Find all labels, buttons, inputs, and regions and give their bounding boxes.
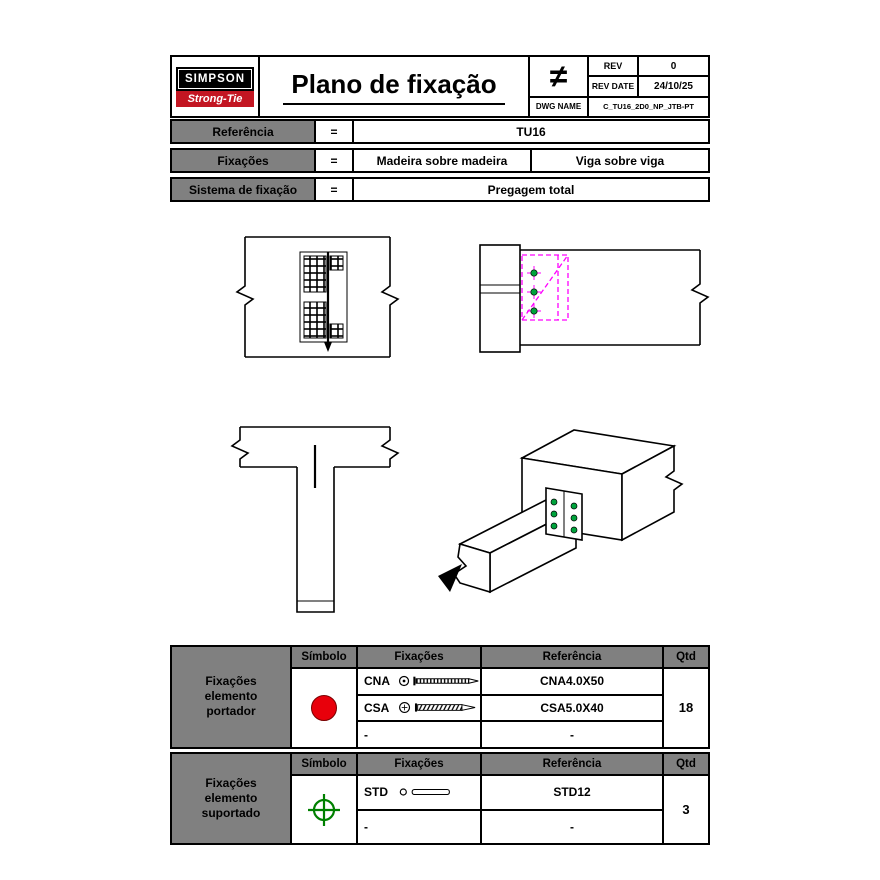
reference-row: Referência = TU16 [170,119,710,144]
carrier-fixings-table: Fixações elemento portador Símbolo Fixaç… [170,645,710,749]
dowel-icon [399,788,450,796]
crosshair-symbol [308,793,340,826]
fixing-system-label: Sistema de fixação [172,179,314,200]
supported-symbol-cell [292,776,356,843]
fixings-row: Fixações = Madeira sobre madeira Viga so… [170,148,710,173]
carrier-table-row-label-text: Fixações elemento portador [204,674,258,719]
reference-empty: - [482,810,662,843]
column-header-fixings: Fixações [358,754,480,774]
supported-fixings-table: Fixações elemento suportado Símbolo Fixa… [170,752,710,845]
title-block: SIMPSON Strong-Tie Plano de fixação ≠ RE… [170,55,710,118]
red-circle-symbol [311,694,337,721]
column-header-reference: Referência [482,647,662,667]
logo-strongtie-text: Strong-Tie [176,90,254,107]
column-header-symbol: Símbolo [292,647,356,667]
logo-simpson-text: SIMPSON [178,68,252,89]
fixing-row-std: STD [358,776,480,809]
column-header-symbol: Símbolo [292,754,356,774]
equals-sign: = [316,121,352,142]
dwg-name-value: C_TU16_2D0_NP_JTB-PT [589,97,708,116]
reference-label: Referência [172,121,314,142]
logo-simpson-box: SIMPSON [176,66,254,91]
carrier-symbol-cell [292,669,356,747]
reference-std: STD12 [482,776,662,809]
dwg-name-label: DWG NAME [530,97,587,116]
fixings-label: Fixações [172,150,314,171]
fixing-row-cna: CNA [358,669,480,694]
supported-table-row-label: Fixações elemento suportado [172,754,290,843]
screw-icon [399,702,476,714]
carrier-table-row-label: Fixações elemento portador [172,647,290,747]
side-view-drawing [479,244,710,353]
rev-date-value: 24/10/25 [639,77,708,96]
top-view-drawing [230,426,400,613]
column-header-reference: Referência [482,754,662,774]
equals-sign: = [316,150,352,171]
fixing-row-empty: - [358,810,480,843]
equals-sign: = [316,179,352,200]
reference-empty: - [482,722,662,747]
sheet-title-cell: Plano de fixação [260,57,528,116]
rev-date-label: REV DATE [589,77,637,96]
front-view-drawing [235,236,400,358]
supported-qty-value: 3 [664,776,708,843]
fixing-code: STD [364,785,388,800]
reference-value: TU16 [354,121,708,142]
column-header-qty: Qtd [664,647,708,667]
sheet-title: Plano de fixação [283,69,505,105]
column-header-qty: Qtd [664,754,708,774]
carrier-qty-value: 18 [664,669,708,747]
technical-drawings [230,236,710,613]
fixing-code: CNA [364,674,390,689]
not-equal-symbol-icon: ≠ [530,57,587,96]
fixing-row-csa: CSA [358,695,480,721]
fixing-system-row: Sistema de fixação = Pregagem total [170,177,710,202]
fixings-value-1: Madeira sobre madeira [354,150,530,171]
fixing-code: CSA [364,700,390,715]
fixings-value-2: Viga sobre viga [532,150,708,171]
supported-table-row-label-text: Fixações elemento suportado [201,776,261,820]
fixing-system-value: Pregagem total [354,179,708,200]
isometric-view-drawing [438,429,684,594]
simpson-strongtie-logo: SIMPSON Strong-Tie [172,57,258,116]
rev-label: REV [589,57,637,76]
reference-csa: CSA5.0X40 [482,695,662,721]
fixing-row-empty: - [358,722,480,747]
rev-value: 0 [639,57,708,76]
reference-cna: CNA4.0X50 [482,669,662,694]
nail-icon [398,676,479,687]
column-header-fixings: Fixações [358,647,480,667]
